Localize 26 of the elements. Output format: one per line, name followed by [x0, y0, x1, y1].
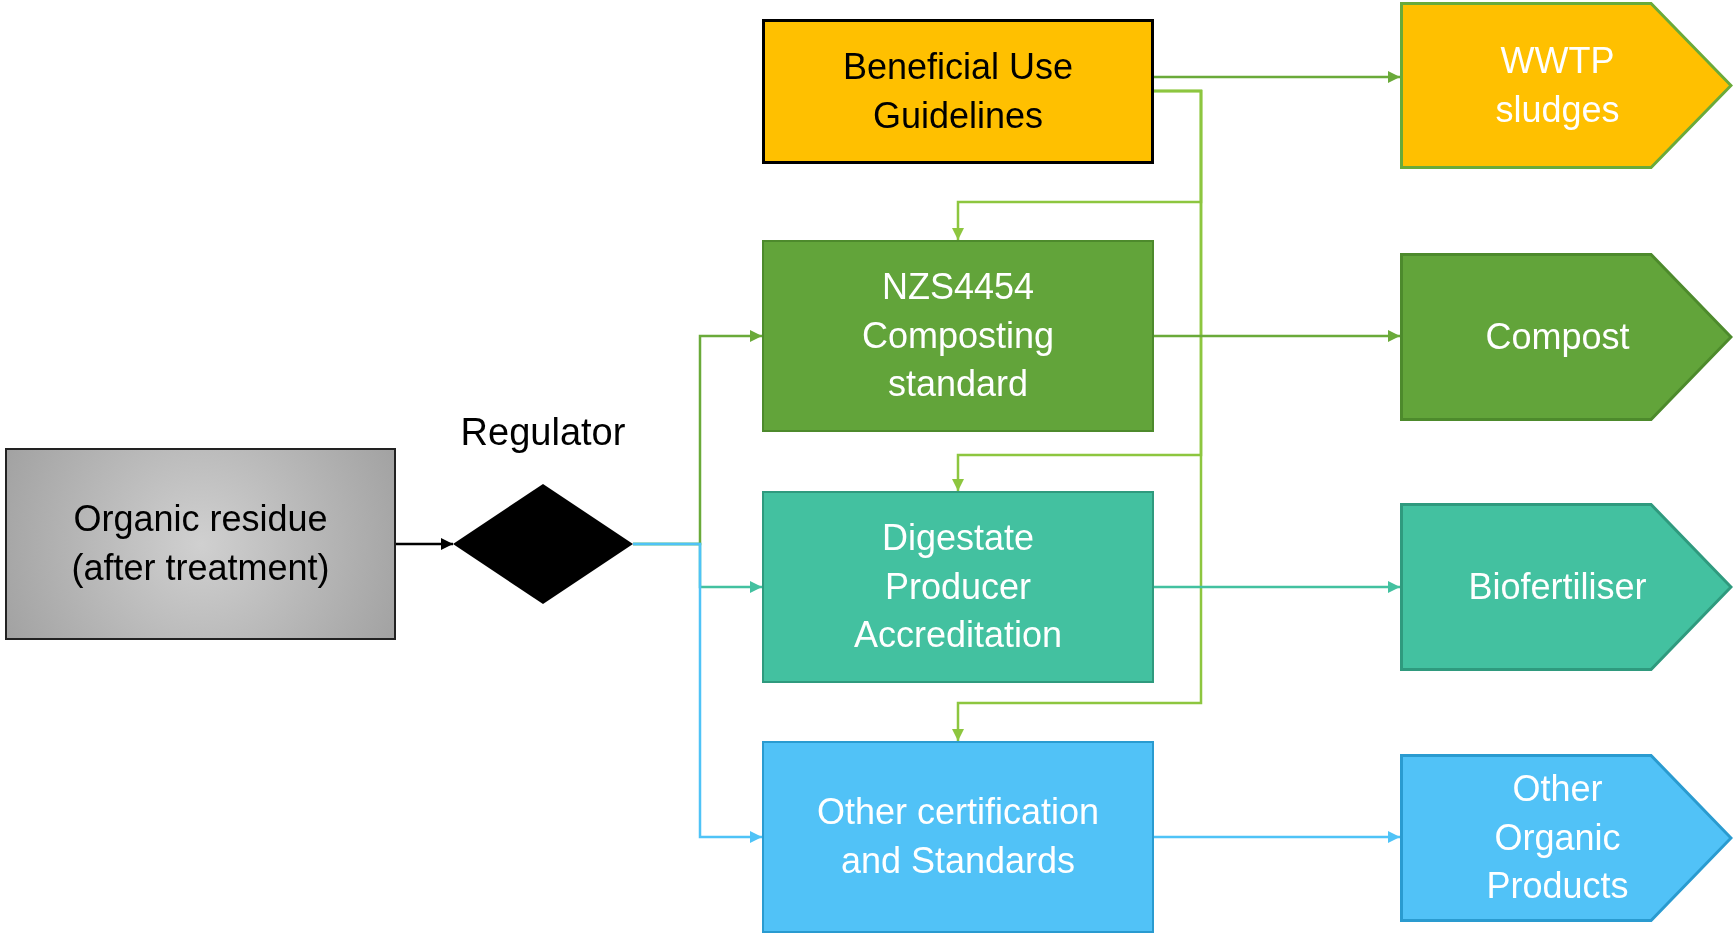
node-label: Digestate Producer Accreditation	[852, 516, 1064, 658]
connector-arrow	[1154, 70, 1400, 84]
connector-arrow	[951, 89, 1203, 741]
process-box	[762, 491, 1154, 683]
connector-arrow	[633, 542, 762, 844]
node-label: NZS4454 Composting standard	[860, 265, 1056, 407]
chevron-box	[1400, 2, 1733, 169]
node-caption: Regulator	[459, 410, 627, 455]
node-label: WWTP sludges	[1494, 38, 1621, 132]
node-label: Compost	[1485, 314, 1630, 359]
connector-arrow	[1154, 329, 1400, 343]
connector-arrow	[1154, 830, 1400, 844]
process-box	[5, 448, 396, 640]
node-label: Other Organic Products	[1485, 767, 1630, 909]
chevron-box	[1400, 253, 1733, 421]
connector-arrow	[1154, 580, 1400, 594]
process-box	[762, 19, 1154, 164]
process-box	[762, 240, 1154, 432]
node-label: Beneficial Use Guidelines	[841, 44, 1075, 138]
node-label: Other certification and Standards	[815, 790, 1101, 883]
node-label: Biofertiliser	[1468, 564, 1647, 609]
process-box	[762, 741, 1154, 933]
connector-arrow	[396, 537, 453, 551]
node-label: Organic residue (after treatment)	[70, 497, 331, 590]
chevron-box	[1400, 754, 1733, 922]
chevron-box	[1400, 503, 1733, 671]
